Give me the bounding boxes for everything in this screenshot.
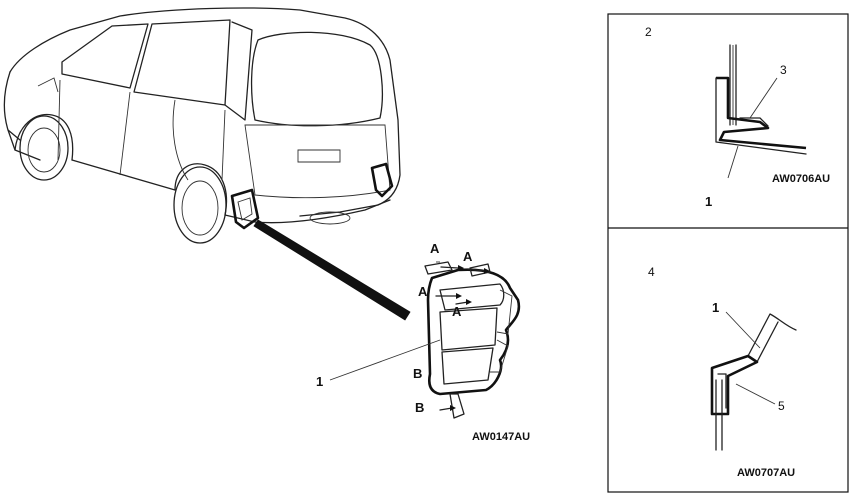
- section-b-label-2: B: [415, 400, 424, 415]
- section-a-label-4: A: [452, 304, 462, 319]
- detail-a-label-3: 3: [780, 63, 787, 77]
- detail-b-panel-number: 4: [648, 265, 655, 279]
- section-a-label-3: A: [418, 284, 428, 299]
- vehicle-illustration: [3, 7, 401, 244]
- section-a-label-2: A: [463, 249, 473, 264]
- section-a-label-1: A: [430, 241, 440, 256]
- trim-part-enlarged: A A A A B B 1 AW0147AU: [316, 241, 530, 443]
- detail-a-panel-number: 2: [645, 25, 652, 39]
- detail-a-section: 2 3 1 AW0706AU: [645, 25, 830, 209]
- detail-b-label-5: 5: [778, 399, 785, 413]
- detail-b-label-1: 1: [712, 300, 719, 315]
- detail-b-section: 4 1 5 AW0707AU: [648, 265, 797, 479]
- part-number-label: 1: [316, 374, 323, 389]
- detail-a-code: AW0706AU: [772, 173, 830, 185]
- zoom-leader: [253, 219, 411, 321]
- detail-b-code: AW0707AU: [737, 467, 795, 479]
- section-b-label-1: B: [413, 366, 422, 381]
- figure-code: AW0147AU: [472, 431, 530, 443]
- detail-a-label-1: 1: [705, 194, 712, 209]
